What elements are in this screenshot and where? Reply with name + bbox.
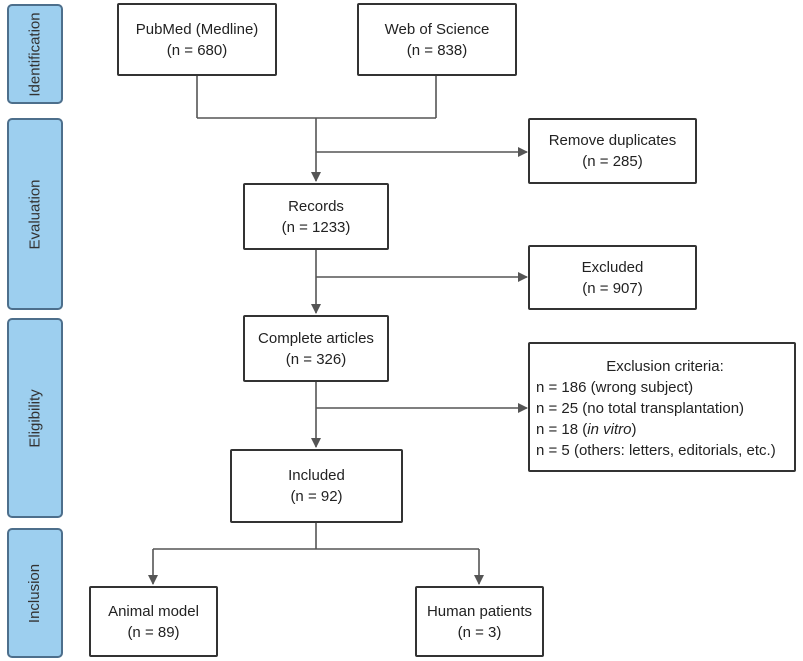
box-animal-count: (n = 89): [127, 623, 180, 641]
box-complete-count: (n = 326): [285, 350, 347, 368]
box-excluded-count: (n = 907): [582, 279, 643, 297]
box-human-title: Human patients: [426, 602, 533, 620]
box-wos-title: Web of Science: [384, 20, 490, 38]
box-duplicates-title: Remove duplicates: [548, 132, 677, 149]
box-duplicates-count: (n = 285): [582, 153, 643, 170]
phase-inclusion: Inclusion: [7, 528, 63, 658]
box-complete-title: Complete articles: [258, 329, 374, 347]
box-complete-articles: Complete articles (n = 326): [243, 315, 389, 382]
box-pubmed-count: (n = 680): [166, 41, 228, 59]
box-human-patients: Human patients (n = 3): [415, 586, 544, 657]
box-human-count: (n = 3): [457, 623, 502, 641]
box-records-title: Records: [288, 197, 344, 215]
box-excluded: Excluded (n = 907): [528, 245, 697, 310]
box-exclusion-criteria: Exclusion criteria: n = 186 (wrong subje…: [528, 342, 796, 472]
box-included-count: (n = 92): [290, 488, 343, 505]
box-remove-duplicates: Remove duplicates (n = 285): [528, 118, 697, 184]
box-wos-count: (n = 838): [406, 41, 468, 59]
criteria-line-3-suffix: ): [631, 420, 637, 438]
box-included: Included (n = 92): [230, 449, 403, 523]
box-animal-model: Animal model (n = 89): [89, 586, 218, 657]
box-animal-title: Animal model: [108, 602, 199, 620]
phase-eligibility: Eligibility: [7, 318, 63, 518]
criteria-line-4: n = 5 (others: letters, editorials, etc.…: [536, 441, 776, 459]
phase-identification: Identification: [7, 4, 63, 104]
box-included-title: Included: [288, 467, 345, 484]
box-pubmed-title: PubMed (Medline): [135, 20, 259, 38]
criteria-line-3-prefix: n = 18 (: [536, 420, 588, 438]
box-records-count: (n = 1233): [281, 218, 351, 236]
box-pubmed: PubMed (Medline) (n = 680): [117, 3, 277, 76]
criteria-line-3: n = 18 (in vitro): [536, 419, 636, 440]
criteria-title: Exclusion criteria:: [606, 357, 724, 375]
criteria-line-1: n = 186 (wrong subject): [536, 378, 694, 396]
criteria-line-3-italic: in vitro: [587, 420, 632, 438]
box-records: Records (n = 1233): [243, 183, 389, 250]
box-web-of-science: Web of Science (n = 838): [357, 3, 517, 76]
box-excluded-title: Excluded: [581, 258, 644, 276]
phase-evaluation: Evaluation: [7, 118, 63, 310]
criteria-line-2: n = 25 (no total transplantation): [536, 399, 745, 417]
